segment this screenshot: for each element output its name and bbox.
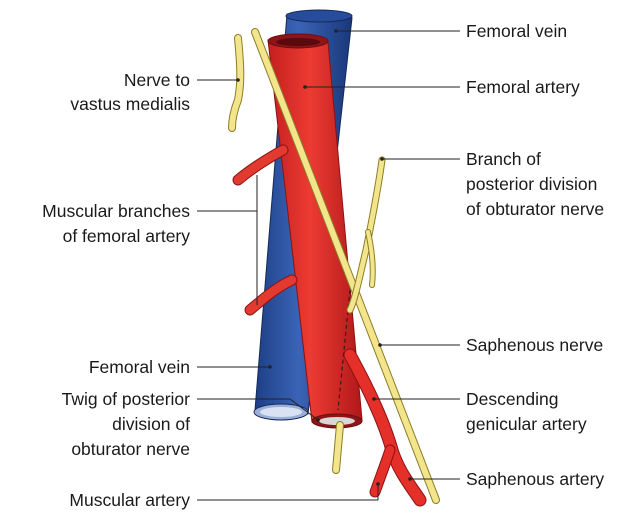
label-femoral-vein-bottom: Femoral vein — [89, 357, 190, 377]
label-branch-posterior-line1: Branch of — [466, 149, 541, 169]
label-branch-posterior-line3: of obturator nerve — [466, 199, 604, 219]
label-muscular-branches-line1: Muscular branches — [42, 201, 190, 221]
label-descending-genicular-line2: genicular artery — [466, 414, 587, 434]
label-femoral-artery: Femoral artery — [466, 77, 580, 97]
label-nerve-to-vastus-line2: vastus medialis — [70, 94, 190, 114]
label-branch-posterior-line2: posterior division — [466, 174, 597, 194]
muscular-artery-branch — [375, 450, 390, 492]
label-twig-line3: obturator nerve — [71, 439, 190, 459]
label-nerve-to-vastus-line1: Nerve to — [124, 70, 190, 90]
label-saphenous-artery: Saphenous artery — [466, 469, 604, 489]
label-twig-line1: Twig of posterior — [62, 389, 191, 409]
label-muscular-artery: Muscular artery — [69, 490, 190, 510]
label-twig-line2: division of — [112, 414, 190, 434]
nerve-to-vastus-medialis — [232, 38, 240, 128]
label-saphenous-nerve: Saphenous nerve — [466, 335, 603, 355]
obturator-twig-nerve — [336, 425, 340, 470]
posterior-obturator-branch-nerve — [350, 160, 382, 310]
label-muscular-branches-line2: of femoral artery — [63, 226, 191, 246]
label-femoral-vein-top: Femoral vein — [466, 21, 567, 41]
label-descending-genicular-line1: Descending — [466, 389, 558, 409]
